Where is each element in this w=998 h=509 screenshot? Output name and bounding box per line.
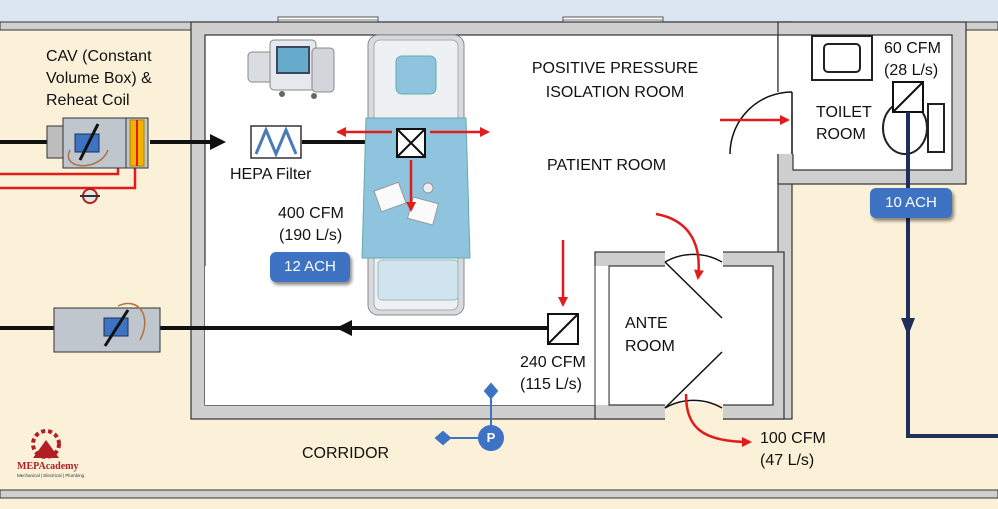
corridor-label: CORRIDOR [302, 445, 390, 462]
patient-room-label: PATIENT ROOM [547, 157, 667, 174]
corridor-flow-cfm: 100 CFM [760, 430, 826, 447]
corridor-flow-ls: (47 L/s) [760, 452, 815, 469]
reheat-valve [80, 188, 100, 204]
supply-diffuser [396, 128, 426, 158]
cav-box-label-2: Volume Box) & [46, 70, 152, 87]
exterior-band [0, 0, 998, 22]
ante-room-label-1: ANTE [625, 315, 668, 332]
room-walls [190, 21, 967, 420]
pressure-sensor [434, 382, 504, 451]
toilet-room-label-1: TOILET [816, 104, 872, 121]
toilet-cfm: 60 CFM [884, 40, 941, 57]
pressure-sensor-label: P [486, 430, 496, 445]
room-title-2: ISOLATION ROOM [545, 84, 685, 101]
toilet-ls: (28 L/s) [884, 62, 939, 79]
logo-title: MEPAcademy [17, 461, 79, 472]
return-cfm: 240 CFM [520, 354, 586, 371]
patient-bed [361, 34, 471, 316]
airflow-arrows [558, 115, 790, 447]
toilet-room-label-2: ROOM [816, 126, 866, 143]
return-ls: (115 L/s) [520, 376, 582, 393]
patient-supply-ls: (190 L/s) [279, 227, 343, 244]
exhaust-duct [901, 112, 998, 438]
cav-box [46, 117, 149, 169]
room-title-1: POSITIVE PRESSURE [531, 60, 699, 77]
toilet-door [729, 91, 793, 155]
corridor-bottom-wall [0, 489, 998, 499]
return-grille [547, 313, 579, 345]
return-duct [0, 320, 548, 336]
cav-box-label-3: Reheat Coil [46, 92, 130, 109]
toilet-ach-badge: 10 ACH [870, 188, 952, 218]
patient-ach-badge: 12 ACH [270, 252, 350, 282]
hepa-filter-label: HEPA Filter [230, 166, 312, 183]
mepacademy-logo [31, 429, 61, 459]
patient-supply-cfm: 400 CFM [278, 205, 344, 222]
return-cav-box [53, 302, 161, 353]
ante-room-label-2: ROOM [625, 338, 675, 355]
hepa-filter [250, 125, 302, 159]
medical-monitor [247, 39, 335, 99]
ante-inner-door [664, 253, 723, 319]
toilet-fixtures [811, 35, 945, 155]
diffuser-airflow-arrows [336, 127, 490, 212]
toilet-exhaust-grille [892, 81, 924, 113]
logo-subtitle: Mechanical | Electrical | Plumbing [17, 473, 85, 478]
ante-corridor-door [664, 351, 723, 409]
cav-box-label-1: CAV (Constant [46, 48, 152, 65]
